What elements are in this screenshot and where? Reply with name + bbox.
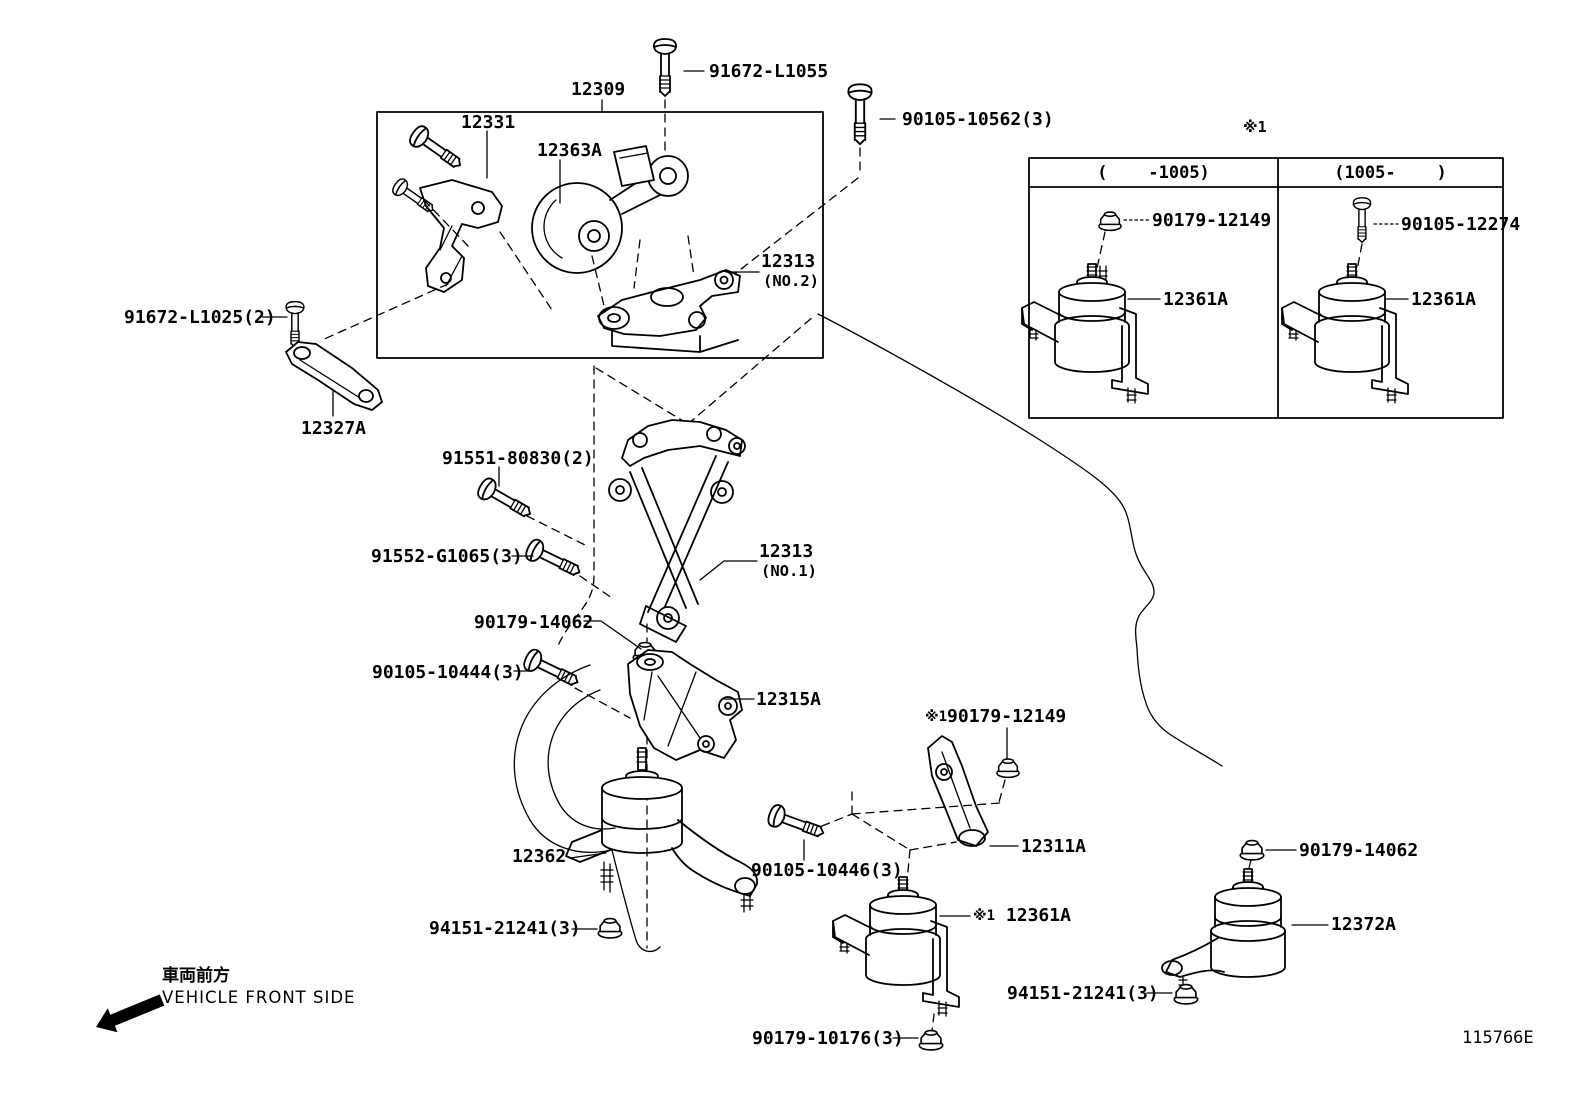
- label-94151-21241-left: 94151-21241(3): [429, 918, 581, 939]
- label-91672-L1055: 91672-L1055: [709, 61, 829, 82]
- mount-12361A-main-sketch: [832, 876, 960, 1033]
- bracket-12313-no1-sketch: [608, 419, 746, 643]
- label-90105-10562: 90105-10562(3): [902, 109, 1054, 130]
- label-90179-12149-main: ※190179-12149: [925, 706, 1067, 727]
- bolt-90105-10446-sketch: [765, 802, 829, 861]
- front-side-arrow: [96, 994, 165, 1033]
- bolt-91552-G1065-sketch: [522, 536, 613, 599]
- variant-left-cell: [1021, 211, 1161, 404]
- bolt-91551-80830-sketch: [474, 466, 586, 546]
- label-90105-10446: 90105-10446(3): [751, 860, 903, 881]
- label-12331: 12331: [461, 112, 516, 133]
- nut-90179-12149-main-sketch: [996, 727, 1020, 807]
- label-90179-14062-left: 90179-14062: [474, 612, 594, 633]
- label-12309: 12309: [571, 79, 626, 100]
- label-12362: 12362: [512, 846, 567, 867]
- label-94151-21241-right: 94151-21241(3): [1007, 983, 1159, 1004]
- label-12361A-late: 12361A: [1411, 289, 1477, 310]
- table-note-mark: ※1: [1243, 118, 1267, 136]
- bracket-12331-sketch: [389, 122, 553, 311]
- label-90105-10444: 90105-10444(3): [372, 662, 524, 683]
- stay-12327A-sketch: [285, 283, 449, 411]
- front-side-label-en: VEHICLE FRONT SIDE: [162, 988, 356, 1007]
- bolt-90105-10444-sketch: [520, 646, 631, 719]
- bracket-12315A-sketch: [627, 649, 743, 761]
- assembly-box-12309: [376, 99, 824, 359]
- label-12372A: 12372A: [1331, 914, 1397, 935]
- label-12313-no1: 12313(NO.1): [759, 541, 817, 580]
- label-90105-12274: 90105-12274: [1401, 214, 1521, 235]
- label-91551-80830: 91551-80830(2): [442, 448, 594, 469]
- drawing-code: 115766E: [1462, 1028, 1534, 1048]
- nut-90179-14062-right-sketch: [1239, 839, 1265, 861]
- label-12311A: 12311A: [1021, 836, 1087, 857]
- label-91672-L1025: 91672-L1025(2): [124, 307, 276, 328]
- leader-lines: [261, 70, 1329, 1039]
- insulator-12363A-sketch: [486, 130, 695, 315]
- label-12361A-main: ※1 12361A: [973, 905, 1071, 926]
- table-header-late: (1005- ): [1334, 163, 1447, 183]
- label-12315A: 12315A: [756, 689, 822, 710]
- label-12361A-early: 12361A: [1163, 289, 1229, 310]
- label-12313-no2: 12313(NO.2): [761, 251, 819, 290]
- table-header-early: ( -1005): [1097, 163, 1210, 183]
- bracket-12311A-sketch: [821, 735, 1001, 893]
- front-side-label-jp: 車両前方: [162, 966, 230, 986]
- nut-94151-right-sketch: [1173, 983, 1199, 1005]
- label-12363A: 12363A: [537, 140, 603, 161]
- label-91552-G1065: 91552-G1065(3): [371, 546, 523, 567]
- bracket-12313-no2-sketch: [597, 269, 741, 353]
- variant-right-cell: [1281, 197, 1409, 404]
- label-90179-10176: 90179-10176(3): [752, 1028, 904, 1049]
- label-90179-12149-table: 90179-12149: [1152, 210, 1272, 231]
- mount-12372A-sketch: [1161, 859, 1286, 991]
- label-12327A: 12327A: [301, 418, 367, 439]
- engine-outline: [513, 313, 1223, 953]
- bolt-90105-10562-sketch: [726, 83, 873, 281]
- nut-94151-left-sketch: [597, 917, 623, 939]
- insulator-12362-sketch: [565, 747, 758, 913]
- label-90179-14062-right: 90179-14062: [1299, 840, 1419, 861]
- nut-90179-10176-sketch: [918, 1029, 944, 1051]
- variant-table: [1021, 157, 1504, 419]
- bolt-91672-L1055-sketch: [653, 38, 677, 169]
